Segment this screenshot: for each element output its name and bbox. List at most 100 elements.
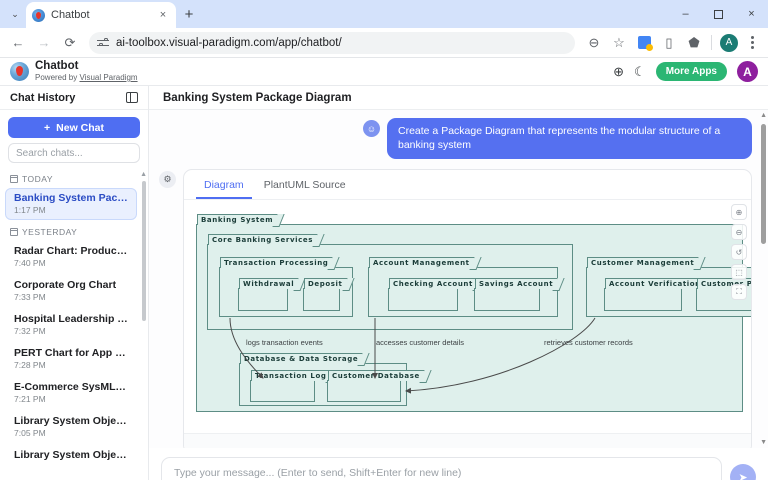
plus-icon: + [44, 122, 50, 134]
chat-item-library-object-1[interactable]: Library System Object Diagr... 7:05 PM [5, 411, 137, 443]
zoom-in-icon[interactable]: ⊕ [731, 204, 747, 220]
edge-label-accesses: accesses customer details [376, 338, 464, 347]
window-close-button[interactable]: × [735, 0, 768, 28]
browser-toolbar: ← → ⟳ ai-toolbox.visual-paradigm.com/app… [0, 28, 768, 58]
fullscreen-icon[interactable]: ⛶ [731, 284, 747, 300]
calendar-icon [10, 228, 18, 236]
chat-group-yesterday: YESTERDAY [0, 222, 142, 241]
forward-icon[interactable]: → [32, 31, 56, 55]
edge-label-logs: logs transaction events [246, 338, 323, 347]
favicon-icon [32, 9, 45, 22]
sidebar-title: Chat History [10, 92, 75, 104]
browser-chrome: ⌄ Chatbot × + – × ← → ⟳ ai-toolbox.visua… [0, 0, 768, 58]
labs-icon[interactable]: ⬟ [682, 31, 706, 55]
chrome-profile-avatar[interactable]: A [717, 31, 741, 55]
reload-icon[interactable]: ⟳ [58, 31, 82, 55]
search-input[interactable] [8, 143, 140, 163]
chat-item-banking-system[interactable]: Banking System Package Dia... 1:17 PM [5, 188, 137, 220]
composer: Type your message... (Enter to send, Shi… [149, 448, 768, 480]
window-minimize-button[interactable]: – [669, 0, 702, 28]
cast-icon[interactable]: ▯ [657, 31, 681, 55]
chat-item-corporate-org-chart[interactable]: Corporate Org Chart 7:33 PM [5, 275, 137, 307]
window-maximize-button[interactable] [702, 0, 735, 28]
main-header: Banking System Package Diagram [149, 86, 768, 110]
chat-group-today: TODAY [0, 169, 142, 188]
app-body: Chat History + New Chat ▲ ▼ TODAY Bankin… [0, 86, 768, 480]
chat-item-radar-chart[interactable]: Radar Chart: Product Perfor... 7:40 PM [5, 241, 137, 273]
tab-search-icon[interactable]: ⌄ [4, 2, 26, 26]
send-button[interactable]: ➤ [730, 464, 756, 480]
assistant-message-row: ⚙ Diagram PlantUML Source ⊕ ⊖ ↺ ⬚ ⛶ [159, 169, 752, 448]
diagram-card-footer [184, 433, 751, 448]
chat-item-time: 1:17 PM [14, 205, 128, 215]
sidebar-scroll-up-arrow[interactable]: ▲ [140, 171, 147, 178]
chat-item-pert-chart[interactable]: PERT Chart for App Launch 7:28 PM [5, 343, 137, 375]
chat-item-ecommerce-sysml[interactable]: E-Commerce SysML Require... 7:21 PM [5, 377, 137, 409]
package-diagram: Banking System Core Banking Services Tra… [190, 208, 745, 424]
chat-history-list[interactable]: ▲ ▼ TODAY Banking System Package Dia... … [0, 169, 148, 480]
sidebar: Chat History + New Chat ▲ ▼ TODAY Bankin… [0, 86, 149, 480]
zoom-icon[interactable]: ⊖ [582, 31, 606, 55]
app-header: Chatbot Powered by Visual Paradigm ⊕ ☾ M… [0, 58, 768, 86]
chat-scroll-up-arrow[interactable]: ▲ [760, 112, 767, 119]
chrome-menu-icon[interactable] [742, 31, 762, 55]
chat-item-title: Corporate Org Chart [14, 279, 128, 291]
robot-icon: ⚙ [159, 171, 176, 188]
address-bar[interactable]: ai-toolbox.visual-paradigm.com/app/chatb… [89, 32, 575, 54]
toolbar-divider [711, 35, 712, 50]
diagram-card: Diagram PlantUML Source ⊕ ⊖ ↺ ⬚ ⛶ [183, 169, 752, 448]
chat-item-time: 7:40 PM [14, 258, 128, 268]
diagram-toolbar: ⊕ ⊖ ↺ ⬚ ⛶ [731, 204, 747, 300]
sidebar-scrollbar[interactable] [142, 181, 146, 321]
new-chat-container: + New Chat [0, 110, 148, 143]
zoom-out-icon[interactable]: ⊖ [731, 224, 747, 240]
chat-item-library-object-2[interactable]: Library System Object Diagr... [5, 445, 137, 466]
main-panel: Banking System Package Diagram ▲ ▼ ☺ Cre… [149, 86, 768, 480]
diagram-card-tabs: Diagram PlantUML Source [184, 170, 751, 200]
tab-diagram[interactable]: Diagram [196, 175, 252, 199]
panel-collapse-icon[interactable] [126, 92, 138, 103]
new-chat-label: New Chat [56, 122, 104, 134]
user-avatar[interactable]: A [737, 61, 758, 82]
site-settings-icon[interactable] [97, 37, 109, 49]
window-controls: – × [669, 0, 768, 28]
more-apps-button[interactable]: More Apps [656, 62, 727, 81]
message-input[interactable]: Type your message... (Enter to send, Shi… [161, 457, 722, 480]
chat-scroll-area[interactable]: ▲ ▼ ☺ Create a Package Diagram that repr… [149, 110, 768, 448]
chat-scrollbar[interactable] [761, 124, 766, 244]
diagram-viewport[interactable]: ⊕ ⊖ ↺ ⬚ ⛶ Banking System [184, 200, 751, 433]
person-icon: ☺ [363, 120, 380, 137]
chat-item-title: PERT Chart for App Launch [14, 347, 128, 359]
chat-item-title: Hospital Leadership Chart [14, 313, 128, 325]
browser-tab[interactable]: Chatbot × [26, 2, 176, 28]
page-title: Banking System Package Diagram [163, 92, 352, 104]
brand[interactable]: Chatbot Powered by Visual Paradigm [10, 60, 138, 82]
chat-item-time: 7:21 PM [14, 394, 128, 404]
chat-scroll-down-arrow[interactable]: ▼ [760, 439, 767, 446]
back-icon[interactable]: ← [6, 31, 30, 55]
visual-paradigm-logo-icon [10, 62, 29, 81]
new-chat-button[interactable]: + New Chat [8, 117, 140, 138]
chat-item-title: Library System Object Diagr... [14, 415, 128, 427]
reset-view-icon[interactable]: ↺ [731, 244, 747, 260]
dark-mode-moon-icon[interactable]: ☾ [634, 64, 646, 80]
tab-plantuml-source[interactable]: PlantUML Source [256, 175, 354, 199]
chat-item-title: Radar Chart: Product Perfor... [14, 245, 128, 257]
visual-paradigm-link[interactable]: Visual Paradigm [79, 73, 137, 82]
app-name: Chatbot [35, 60, 138, 73]
tab-close-icon[interactable]: × [156, 8, 170, 22]
fit-screen-icon[interactable]: ⬚ [731, 264, 747, 280]
diagram-edges [190, 208, 745, 424]
chat-item-title: E-Commerce SysML Require... [14, 381, 128, 393]
chat-item-title: Banking System Package Dia... [14, 192, 128, 204]
new-tab-button[interactable]: + [176, 1, 202, 27]
header-actions: ⊕ ☾ More Apps A [613, 61, 758, 82]
bookmark-star-icon[interactable]: ☆ [607, 31, 631, 55]
chat-item-hospital-leadership[interactable]: Hospital Leadership Chart 7:32 PM [5, 309, 137, 341]
language-globe-icon[interactable]: ⊕ [613, 64, 624, 80]
address-bar-url: ai-toolbox.visual-paradigm.com/app/chatb… [116, 37, 342, 49]
user-message-bubble: Create a Package Diagram that represents… [387, 118, 752, 159]
chat-item-time: 7:32 PM [14, 326, 128, 336]
tab-title: Chatbot [51, 9, 150, 21]
extension-icon[interactable] [632, 31, 656, 55]
